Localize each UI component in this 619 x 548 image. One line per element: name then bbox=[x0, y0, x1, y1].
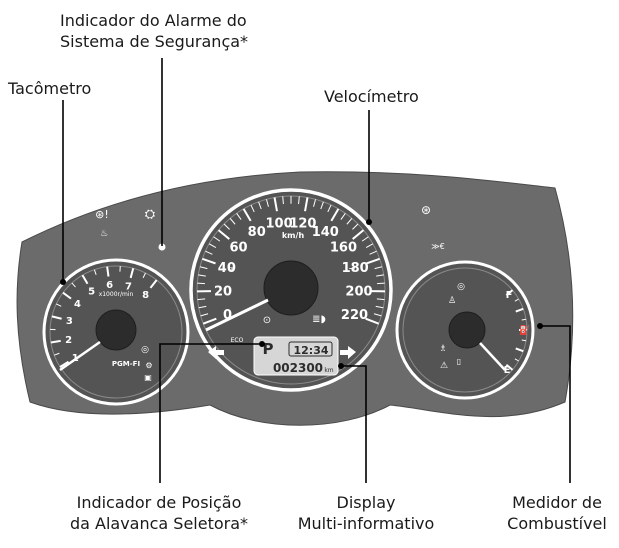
high-beam-icon: ≣◗ bbox=[312, 314, 326, 325]
speedometer-tick-label: 80 bbox=[248, 225, 266, 240]
fuel-gauge-callout-line1: Medidor de bbox=[498, 492, 616, 513]
tachometer-tick-label: 4 bbox=[74, 299, 81, 310]
shift-position-callout-line1: Indicador de Posição bbox=[44, 492, 274, 513]
tach-unit-label: x1000r/min bbox=[99, 291, 134, 298]
abs-warning-icon: ◎ bbox=[141, 345, 149, 355]
speedometer-tick-label: 160 bbox=[330, 240, 357, 255]
pgm-fi-label: PGM-FI bbox=[112, 360, 140, 368]
speedometer-callout-line1: Velocímetro bbox=[324, 86, 419, 107]
shift-leader-dot bbox=[259, 341, 265, 347]
fuel-gauge-callout: Medidor de Combustível bbox=[498, 492, 616, 534]
speedometer-tick bbox=[377, 283, 385, 284]
fuel-pump-icon: ⛽ bbox=[519, 324, 530, 336]
speedometer-tick-label: 60 bbox=[230, 240, 248, 255]
tachometer-tick bbox=[107, 267, 108, 277]
fuel-leader-dot bbox=[537, 323, 543, 329]
fog-light-icon: ∞ bbox=[229, 264, 236, 273]
speedometer-hub bbox=[264, 261, 318, 315]
tachometer-tick-label: 2 bbox=[65, 335, 72, 346]
multi-display-callout: Display Multi-informativo bbox=[286, 492, 446, 534]
airbag-icon: ♗ bbox=[439, 344, 447, 354]
tachometer-tick-label: 5 bbox=[88, 286, 95, 297]
fuel-gauge-dial: F E ⛽ ◎ ♙ ♗ ▯ ⚠ bbox=[397, 262, 533, 398]
oil-pressure-icon: ⚙ bbox=[145, 361, 152, 370]
speedometer-callout: Velocímetro bbox=[324, 86, 419, 107]
shift-position-callout: Indicador de Posição da Alavanca Seletor… bbox=[44, 492, 274, 534]
battery-icon: ▣ bbox=[144, 373, 152, 382]
passenger-airbag-icon: ⚠ bbox=[440, 361, 448, 371]
tachometer-tick-label: 6 bbox=[106, 280, 113, 291]
fuel-full-label: F bbox=[506, 290, 513, 301]
tachometer-leader-dot bbox=[60, 279, 66, 285]
shift-position-callout-line2: da Alavanca Seletora* bbox=[44, 513, 274, 534]
speedometer-leader-dot bbox=[366, 219, 372, 225]
fuel-empty-label: E bbox=[504, 365, 511, 376]
fuel-gauge-callout-line2: Combustível bbox=[498, 513, 616, 534]
brake-warning-icon: ⊙ bbox=[263, 315, 271, 326]
speedometer-tick-label: 220 bbox=[341, 308, 368, 323]
low-beam-icon: ≫€ bbox=[431, 242, 444, 251]
tire-pressure-icon: ◎ bbox=[457, 282, 465, 292]
speedometer-tick-label: 20 bbox=[214, 285, 232, 300]
temperature-icon: ♨ bbox=[100, 229, 108, 239]
tach-hub bbox=[96, 310, 136, 350]
speedometer-tick bbox=[283, 196, 284, 204]
check-engine-icon: ⛭ bbox=[145, 207, 156, 222]
key-icon: ⊸ bbox=[349, 264, 356, 273]
speedometer-tick-label: 140 bbox=[312, 225, 339, 240]
security-alarm-callout: Indicador do Alarme do Sistema de Segura… bbox=[60, 10, 248, 52]
tachometer-tick-label: 3 bbox=[66, 316, 73, 327]
speed-unit-label: km/h bbox=[282, 231, 305, 240]
display-leader-dot bbox=[338, 363, 344, 369]
clock-readout: 12:34 bbox=[293, 344, 328, 357]
tachometer-tick-label: 8 bbox=[142, 290, 149, 301]
multi-display-callout-line2: Multi-informativo bbox=[286, 513, 446, 534]
eco-label: ECO bbox=[231, 337, 244, 344]
tachometer-callout: Tacômetro bbox=[8, 78, 91, 99]
multi-display-callout-line1: Display bbox=[286, 492, 446, 513]
vsa-warning-icon: ⊛! bbox=[95, 208, 109, 221]
odometer-unit: km bbox=[324, 367, 333, 374]
cruise-icon: ⊛ bbox=[421, 203, 431, 217]
security-alarm-callout-line1: Indicador do Alarme do bbox=[60, 10, 248, 31]
speedometer-tick bbox=[197, 283, 205, 284]
security-alarm-callout-line2: Sistema de Segurança* bbox=[60, 31, 248, 52]
fuel-hub bbox=[449, 312, 485, 348]
odometer-readout: 002300 bbox=[273, 361, 323, 375]
door-open-icon: ▯ bbox=[457, 357, 461, 366]
speedometer-tick-label: 200 bbox=[345, 285, 372, 300]
seatbelt-icon: ♙ bbox=[448, 296, 456, 306]
tachometer-callout-line1: Tacômetro bbox=[8, 78, 91, 99]
speedometer-tick bbox=[299, 196, 300, 204]
